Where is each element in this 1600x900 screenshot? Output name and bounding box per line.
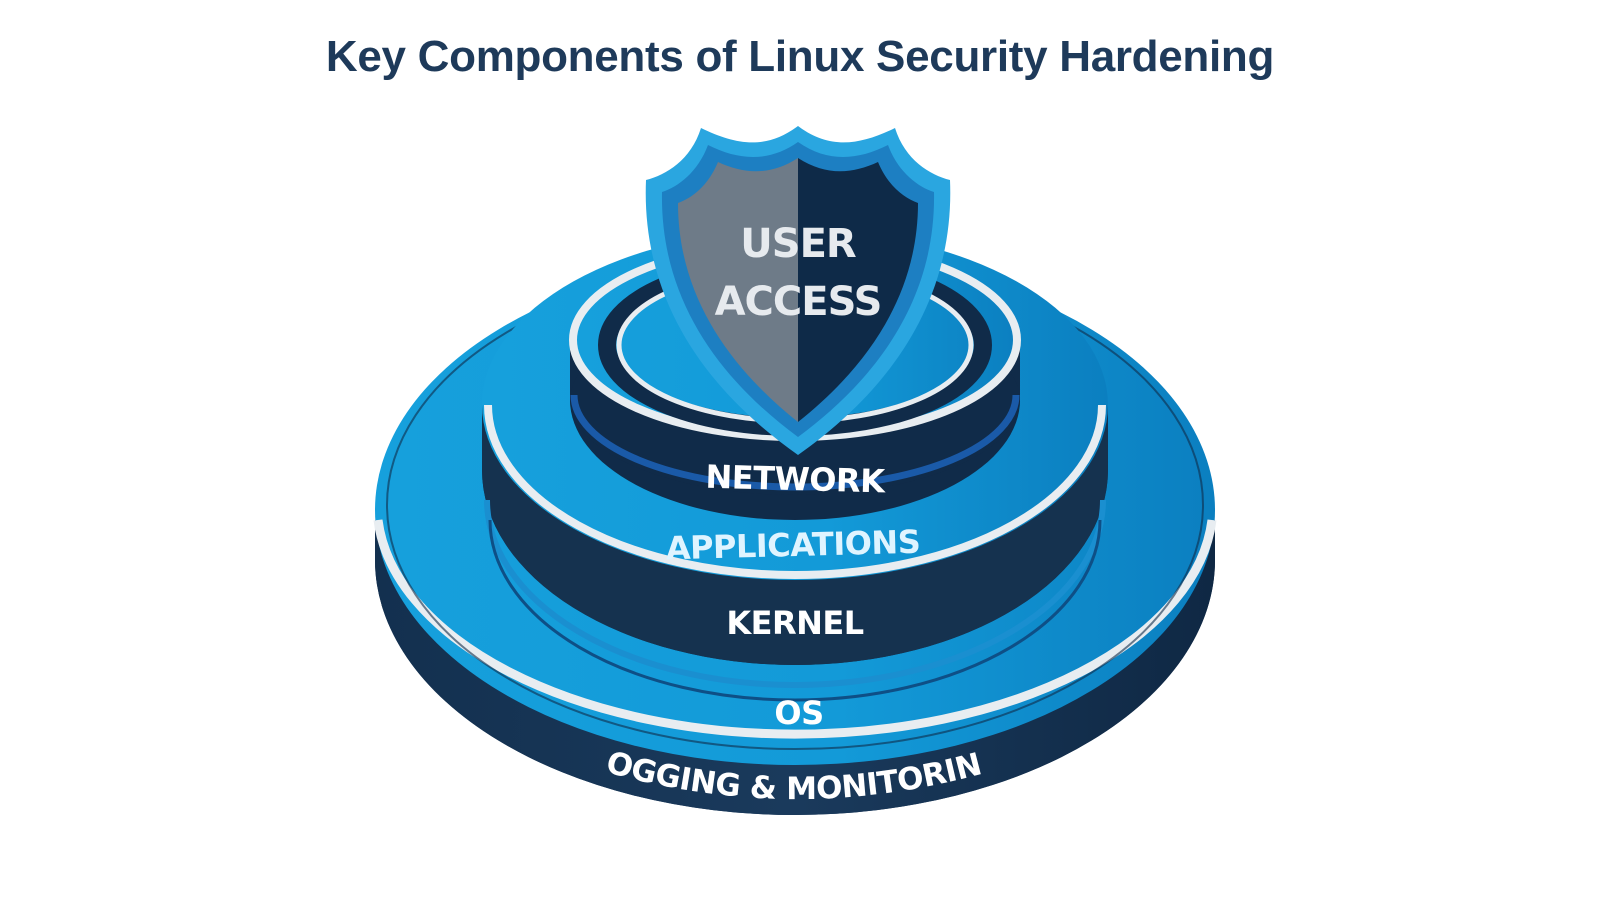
user-access-label-line2: ACCESS	[715, 279, 882, 325]
os-label: OS	[774, 694, 823, 732]
page-title: Key Components of Linux Security Hardeni…	[325, 32, 1275, 81]
kernel-label: KERNEL	[726, 604, 863, 642]
applications-label: APPLICATIONS	[665, 523, 920, 568]
user-access-label-line1: USER	[740, 221, 856, 267]
network-label: NETWORK	[705, 458, 887, 501]
shield-icon	[645, 126, 951, 455]
